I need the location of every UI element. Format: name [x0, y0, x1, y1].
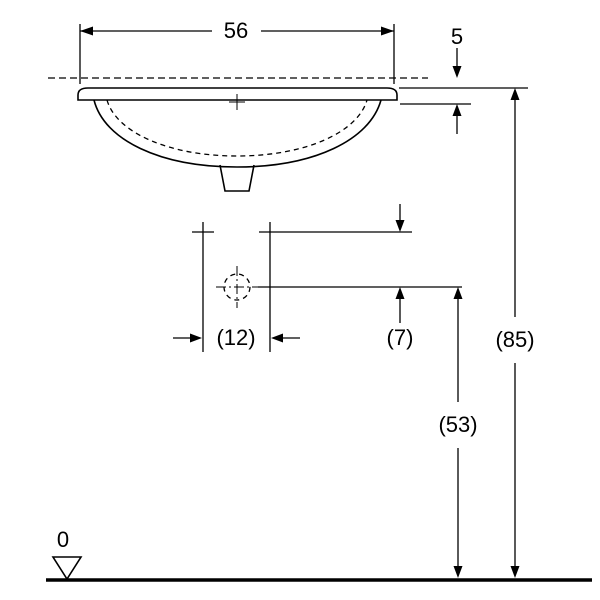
basin-front-view	[77, 87, 398, 192]
arrowhead-down-icon	[510, 566, 520, 578]
drain-outlet	[219, 164, 255, 192]
floor-datum-label: 0	[57, 527, 69, 552]
basin-bowl-outline	[93, 99, 382, 168]
basin-width-label: 56	[224, 18, 248, 43]
drain-offset-label: (7)	[387, 325, 414, 350]
rim-offset-label: 5	[451, 24, 463, 49]
arrowhead-down-icon	[395, 220, 405, 232]
dimension-rim-offset: 5	[400, 24, 471, 134]
total-height-label: (85)	[495, 327, 534, 352]
datum-triangle-icon	[51, 556, 83, 581]
arrowhead-right-icon	[381, 26, 394, 36]
dimension-total-height: (85)	[399, 87, 535, 578]
arrowhead-up-icon	[395, 287, 405, 299]
arrowhead-up-icon	[452, 104, 462, 116]
hole-spacing-label: (12)	[216, 325, 255, 350]
drain-position	[216, 266, 462, 308]
arrowhead-left-icon	[271, 333, 283, 343]
arrowhead-up-icon	[510, 88, 520, 100]
arrowhead-down-icon	[452, 66, 462, 78]
arrowhead-down-icon	[453, 566, 463, 578]
dimension-drain-offset: (7)	[387, 204, 414, 350]
rim-center-mark	[229, 94, 245, 110]
arrowhead-up-icon	[453, 287, 463, 299]
arrowhead-left-icon	[80, 26, 93, 36]
floor-datum: 0	[46, 527, 592, 582]
arrowhead-right-icon	[190, 333, 202, 343]
dimension-drain-height: (53)	[438, 287, 478, 578]
basin-rim	[77, 87, 398, 101]
drain-height-label: (53)	[438, 412, 477, 437]
dimension-hole-spacing: (12)	[173, 325, 300, 350]
dimension-basin-width: 56	[79, 18, 395, 84]
basin-bowl-hidden-edge	[106, 99, 368, 157]
